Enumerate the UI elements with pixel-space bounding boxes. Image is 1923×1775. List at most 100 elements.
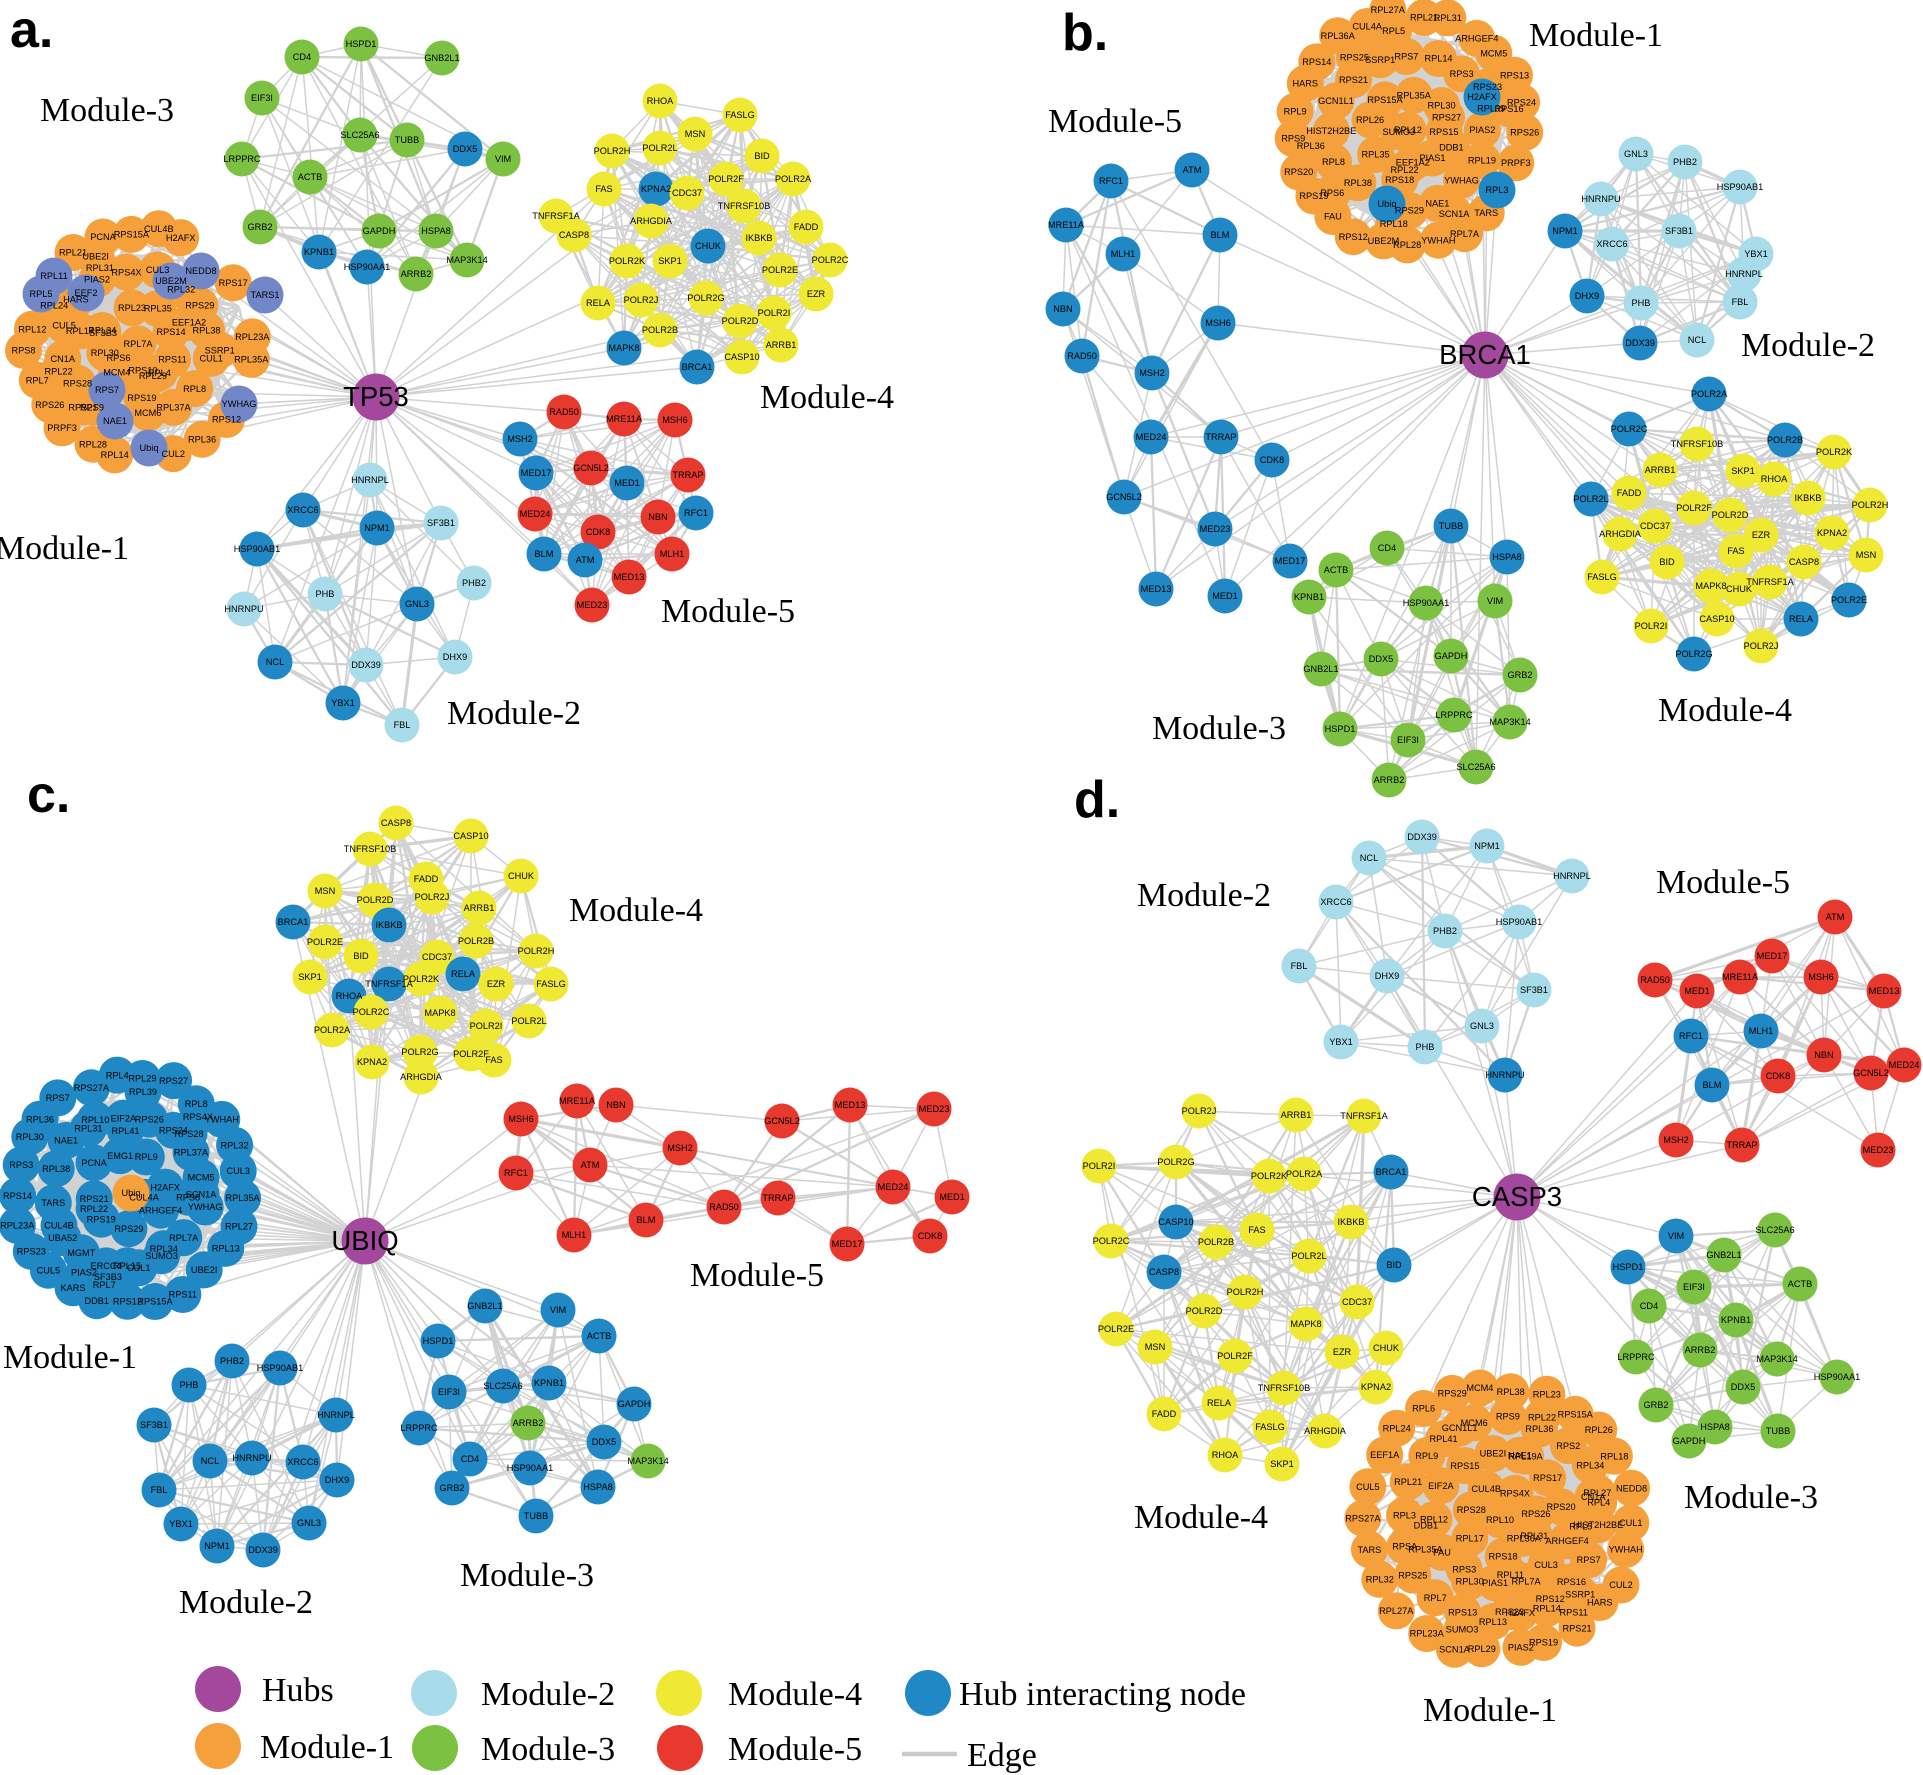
svg-text:RPL13: RPL13 bbox=[1479, 1617, 1507, 1627]
svg-text:MSH2: MSH2 bbox=[507, 434, 533, 444]
svg-text:TNFRSF10B: TNFRSF10B bbox=[1258, 1383, 1311, 1393]
svg-text:POLR2H: POLR2H bbox=[1227, 1287, 1264, 1297]
svg-text:H2AFX: H2AFX bbox=[166, 233, 196, 243]
svg-text:BID: BID bbox=[754, 151, 770, 161]
svg-text:Module-1: Module-1 bbox=[1423, 1692, 1557, 1729]
svg-text:MLH1: MLH1 bbox=[660, 549, 685, 559]
svg-text:RPS26: RPS26 bbox=[135, 1114, 164, 1124]
svg-text:NCL: NCL bbox=[1360, 853, 1378, 863]
svg-text:RPL34: RPL34 bbox=[1576, 1460, 1604, 1470]
svg-text:SCN1A: SCN1A bbox=[1439, 209, 1471, 219]
svg-text:RPL7A: RPL7A bbox=[1450, 229, 1480, 239]
svg-text:RPL3: RPL3 bbox=[1393, 1510, 1416, 1520]
svg-text:RPS9: RPS9 bbox=[80, 402, 104, 412]
svg-text:RPL37A: RPL37A bbox=[156, 403, 191, 413]
svg-text:NAE1: NAE1 bbox=[103, 416, 127, 426]
svg-text:EZR: EZR bbox=[807, 289, 826, 299]
svg-text:POLR2D: POLR2D bbox=[357, 895, 394, 905]
svg-text:CHUK: CHUK bbox=[508, 871, 535, 881]
svg-text:PIAS2: PIAS2 bbox=[1508, 1643, 1534, 1653]
svg-text:RPL9: RPL9 bbox=[135, 1152, 158, 1162]
svg-text:YWHAH: YWHAH bbox=[1609, 1545, 1643, 1555]
svg-text:IKBKB: IKBKB bbox=[1337, 1217, 1364, 1227]
svg-text:EZR: EZR bbox=[1752, 530, 1771, 540]
svg-text:MCM4: MCM4 bbox=[103, 368, 130, 378]
svg-text:POLR2J: POLR2J bbox=[624, 295, 659, 305]
svg-text:RPL24: RPL24 bbox=[1383, 1423, 1411, 1433]
svg-text:RPS8: RPS8 bbox=[176, 1192, 200, 1202]
svg-text:GCN5L2: GCN5L2 bbox=[573, 463, 609, 473]
svg-text:RHOA: RHOA bbox=[647, 96, 674, 106]
svg-text:RPS27A: RPS27A bbox=[74, 1083, 110, 1093]
svg-text:CHUK: CHUK bbox=[1726, 584, 1753, 594]
svg-text:RPS24: RPS24 bbox=[1507, 98, 1536, 108]
svg-text:RPL36: RPL36 bbox=[1525, 1424, 1553, 1434]
svg-text:Module-5: Module-5 bbox=[1048, 103, 1182, 140]
svg-text:ERCC4: ERCC4 bbox=[91, 1261, 122, 1271]
svg-text:POLR2K: POLR2K bbox=[609, 256, 646, 266]
svg-text:MAP3K14: MAP3K14 bbox=[446, 255, 487, 265]
svg-text:H2AFX: H2AFX bbox=[1505, 1608, 1535, 1618]
svg-text:RPS19: RPS19 bbox=[1529, 1638, 1558, 1648]
svg-text:VIM: VIM bbox=[495, 154, 511, 164]
svg-text:YWHAG: YWHAG bbox=[188, 1202, 223, 1212]
svg-text:XRCC6: XRCC6 bbox=[1320, 897, 1351, 907]
svg-text:CHUK: CHUK bbox=[695, 241, 722, 251]
svg-text:CASP10: CASP10 bbox=[1158, 1217, 1193, 1227]
svg-text:RPL35: RPL35 bbox=[144, 304, 172, 314]
svg-text:POLR2D: POLR2D bbox=[1712, 510, 1749, 520]
svg-text:HARS: HARS bbox=[63, 295, 89, 305]
svg-text:RPL22: RPL22 bbox=[45, 367, 73, 377]
svg-text:RPL41: RPL41 bbox=[1430, 1434, 1458, 1444]
svg-text:UBE2M: UBE2M bbox=[155, 276, 187, 286]
svg-text:POLR2G: POLR2G bbox=[1157, 1157, 1194, 1167]
svg-text:PIAS2: PIAS2 bbox=[71, 1268, 97, 1278]
svg-text:RPL7: RPL7 bbox=[1424, 1593, 1447, 1603]
svg-text:EEF1A2: EEF1A2 bbox=[1396, 158, 1430, 168]
svg-text:MED17: MED17 bbox=[832, 1239, 863, 1249]
svg-text:KPNA2: KPNA2 bbox=[1817, 528, 1847, 538]
svg-text:RPS13: RPS13 bbox=[1448, 1608, 1477, 1618]
svg-text:RPS7: RPS7 bbox=[1577, 1555, 1601, 1565]
svg-text:MED13: MED13 bbox=[614, 572, 645, 582]
svg-text:POLR2F: POLR2F bbox=[708, 174, 744, 184]
svg-text:RPS15: RPS15 bbox=[1429, 127, 1458, 137]
svg-text:RPL31: RPL31 bbox=[86, 263, 114, 273]
svg-text:POLR2J: POLR2J bbox=[415, 892, 450, 902]
svg-text:VIM: VIM bbox=[1668, 1231, 1684, 1241]
svg-text:GCN1L1: GCN1L1 bbox=[1318, 96, 1354, 106]
svg-text:RPS19: RPS19 bbox=[127, 393, 156, 403]
svg-text:RAD50: RAD50 bbox=[1640, 975, 1670, 985]
svg-text:RPL30: RPL30 bbox=[16, 1132, 44, 1142]
svg-text:SSRP1: SSRP1 bbox=[1365, 55, 1395, 65]
svg-text:RPL11: RPL11 bbox=[40, 271, 67, 281]
svg-text:RELA: RELA bbox=[1789, 614, 1814, 624]
svg-text:Module-5: Module-5 bbox=[690, 1257, 824, 1294]
svg-text:MRE11A: MRE11A bbox=[1722, 972, 1759, 982]
svg-text:HNRNPL: HNRNPL bbox=[1553, 871, 1591, 881]
svg-text:RPL23: RPL23 bbox=[118, 303, 146, 313]
svg-text:Module-4: Module-4 bbox=[760, 379, 894, 416]
svg-text:RPSA: RPSA bbox=[1392, 1542, 1418, 1552]
svg-text:TNFRSF10B: TNFRSF10B bbox=[1671, 439, 1724, 449]
svg-text:MED23: MED23 bbox=[577, 600, 608, 610]
svg-text:PCNA: PCNA bbox=[90, 232, 116, 242]
svg-text:TUBB: TUBB bbox=[395, 135, 420, 145]
svg-text:RPL32: RPL32 bbox=[1366, 1575, 1394, 1585]
svg-text:ARHGEF4: ARHGEF4 bbox=[139, 1205, 182, 1215]
svg-text:CASP10: CASP10 bbox=[1699, 614, 1734, 624]
svg-text:MSH2: MSH2 bbox=[1663, 1135, 1689, 1145]
svg-text:HSP90AB1: HSP90AB1 bbox=[234, 544, 280, 554]
svg-text:RPS21: RPS21 bbox=[68, 402, 97, 412]
svg-text:CDC37: CDC37 bbox=[1342, 1297, 1372, 1307]
svg-text:RPS20: RPS20 bbox=[1546, 1502, 1575, 1512]
svg-text:CUL4A: CUL4A bbox=[1352, 22, 1382, 32]
svg-text:Module-1: Module-1 bbox=[0, 530, 129, 567]
svg-text:MSN: MSN bbox=[315, 886, 335, 896]
svg-text:RPL36: RPL36 bbox=[1297, 141, 1325, 151]
svg-text:UBE2I: UBE2I bbox=[191, 1265, 218, 1275]
svg-text:CD4: CD4 bbox=[1640, 1301, 1658, 1311]
svg-text:RPS25: RPS25 bbox=[1340, 53, 1369, 63]
svg-text:ATM: ATM bbox=[576, 555, 595, 565]
svg-text:NBN: NBN bbox=[606, 1100, 625, 1110]
